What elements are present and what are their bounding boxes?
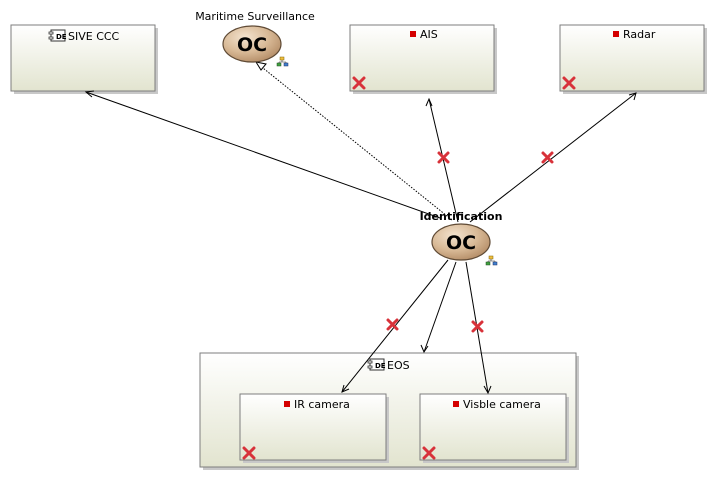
node-maritime-surveillance[interactable]: Maritime Surveillance OC [195,10,315,67]
radar-label: Radar [623,28,656,41]
node-radar[interactable]: Radar [559,24,707,94]
maritime-surveillance-label: Maritime Surveillance [195,10,315,23]
oc-symbol: OC [237,34,267,56]
red-square-icon [410,31,416,37]
visible-camera-label: Visble camera [463,398,541,411]
hierarchy-icon [276,56,289,67]
edge-identification-maritime-surveillance[interactable] [254,61,453,221]
identification-label: Identification [420,210,503,223]
error-icon [386,318,399,331]
error-icon [562,76,576,90]
oc-symbol: OC [446,232,476,254]
node-ais[interactable]: AIS [349,24,497,94]
edge-identification-ir-camera[interactable] [341,259,449,393]
error-icon [471,320,484,333]
error-icon [352,76,366,90]
eos-label: EOS [387,359,410,372]
node-ir-camera[interactable]: IR camera [239,393,389,463]
node-sive-ccc[interactable]: DE SIVE CCC [10,24,158,94]
component-icon: DE [367,358,386,371]
ir-camera-label: IR camera [294,398,350,411]
error-icon [422,446,436,460]
sive-ccc-label: SIVE CCC [68,30,120,43]
edges [84,61,637,395]
error-icon [437,151,450,164]
edge-identification-visible-camera[interactable] [465,261,492,395]
ais-label: AIS [420,28,438,41]
red-square-icon [453,401,459,407]
svg-text:DE: DE [375,362,386,370]
edge-identification-ais[interactable] [425,97,459,223]
error-icon [242,446,256,460]
edge-identification-radar[interactable] [469,92,637,223]
red-square-icon [284,401,290,407]
edge-identification-sive-ccc[interactable] [84,90,441,219]
svg-text:DE: DE [56,33,67,41]
edge-identification-eos[interactable] [420,261,457,354]
hierarchy-icon [485,255,498,266]
node-visible-camera[interactable]: Visble camera [419,393,569,463]
red-square-icon [613,31,619,37]
component-icon: DE [48,29,67,42]
node-identification[interactable]: Identification OC [420,210,503,266]
error-icon [541,151,554,164]
